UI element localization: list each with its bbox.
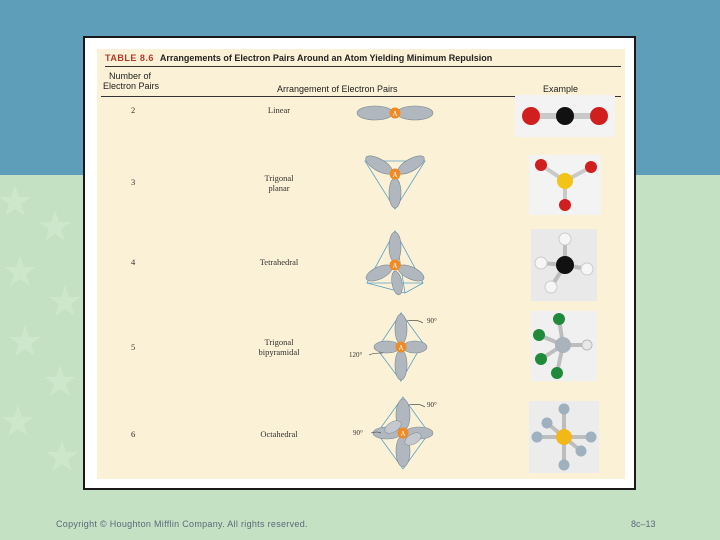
table-number: TABLE 8.6: [105, 53, 154, 63]
trigonal-bipyramidal-model-photo: [531, 311, 597, 381]
header-divider: [101, 96, 621, 97]
header-example: Example: [543, 84, 579, 94]
header-number-line1: Number of: [109, 71, 152, 81]
atom-label: A: [392, 110, 397, 118]
row-3-arrangement: Trigonal planar: [239, 173, 319, 193]
table-title: TABLE 8.6 Arrangements of Electron Pairs …: [105, 53, 492, 63]
row-3-arrangement-line1: Trigonal: [264, 173, 294, 183]
oct-top-angle: 90°: [427, 401, 437, 409]
electron-pair-table: TABLE 8.6 Arrangements of Electron Pairs …: [97, 49, 625, 479]
table-figure-frame: TABLE 8.6 Arrangements of Electron Pairs …: [83, 36, 636, 490]
co2-model-photo: [515, 95, 615, 137]
octahedral-orbital-diagram: A 90° 90°: [353, 396, 437, 470]
copyright-text: Copyright © Houghton Mifflin Company. Al…: [56, 519, 308, 529]
atom-label: A: [400, 430, 405, 438]
row-5-arrangement-line1: Trigonal: [264, 337, 294, 347]
atom-label: A: [392, 262, 397, 270]
row-6-arrangement-line1: Octahedral: [260, 429, 298, 439]
row-5-arrangement-line2: bipyramidal: [258, 347, 300, 357]
octahedral-model-photo: [529, 401, 599, 473]
tbp-axial-angle: 90°: [427, 317, 437, 325]
header-number-of-pairs: Number of Electron Pairs: [103, 71, 173, 91]
title-divider: [105, 66, 621, 67]
oct-left-angle: 90°: [353, 429, 363, 437]
row-3-pairs: 3: [131, 177, 136, 187]
header-number-line2: Electron Pairs: [103, 81, 160, 91]
row-2-arrangement-line1: Linear: [267, 105, 291, 115]
tetrahedral-orbital-diagram: A: [365, 230, 425, 296]
atom-label: A: [392, 171, 397, 179]
header-arrangement: Arrangement of Electron Pairs: [277, 84, 398, 94]
tbp-equatorial-angle: 120°: [349, 351, 363, 359]
page-number: 8c–13: [631, 519, 656, 529]
tetrahedral-model-photo: [531, 229, 597, 301]
table-title-text: Arrangements of Electron Pairs Around an…: [159, 53, 493, 63]
row-5-pairs: 5: [131, 342, 136, 352]
atom-label: A: [398, 344, 403, 352]
row-5-arrangement: Trigonal bipyramidal: [239, 337, 319, 357]
row-4-arrangement: Tetrahedral: [239, 257, 319, 267]
row-4-pairs: 4: [131, 257, 136, 267]
row-2-arrangement: Linear: [239, 105, 319, 115]
linear-orbital-diagram: A: [356, 105, 434, 121]
trigonal-planar-model-photo: [529, 155, 601, 215]
row-3-arrangement-line2: planar: [268, 183, 290, 193]
star-pattern-decoration: [0, 185, 81, 471]
row-4-arrangement-line1: Tetrahedral: [259, 257, 299, 267]
row-2-pairs: 2: [131, 105, 136, 115]
row-6-pairs: 6: [131, 429, 136, 439]
row-6-arrangement: Octahedral: [239, 429, 319, 439]
trigonal-bipyramidal-orbital-diagram: A 90° 120°: [349, 311, 437, 383]
trigonal-planar-orbital-diagram: A: [364, 155, 426, 210]
